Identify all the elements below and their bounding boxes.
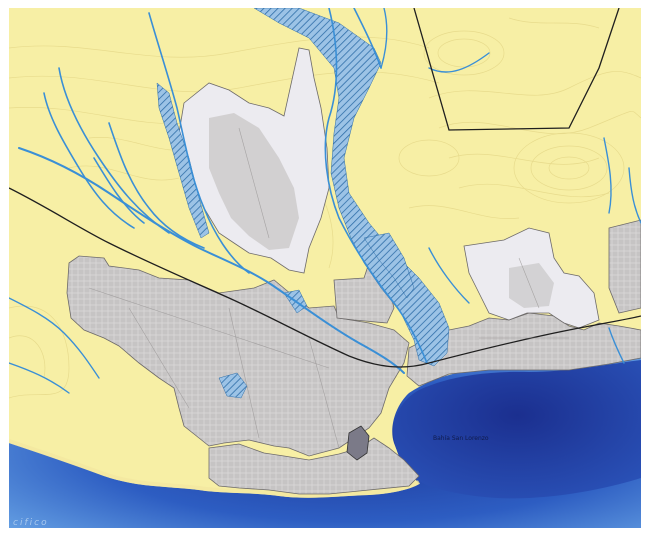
floodplain-zones [156,8,450,399]
rivers [9,8,641,394]
ocean-label: cifico [13,518,49,528]
urban-road-lines [88,127,569,449]
bay [393,360,641,499]
administrative-boundaries [9,8,641,368]
map-frame[interactable]: Bahía San Lorenzo cifico [9,8,641,528]
bay-label: Bahía San Lorenzo [433,435,489,442]
harbor-area [346,425,370,461]
map-canvas[interactable]: Bahía San Lorenzo cifico [9,8,641,528]
urban-area-east[interactable] [463,227,600,329]
urban-area-north[interactable] [178,47,330,274]
coastline [9,439,421,498]
